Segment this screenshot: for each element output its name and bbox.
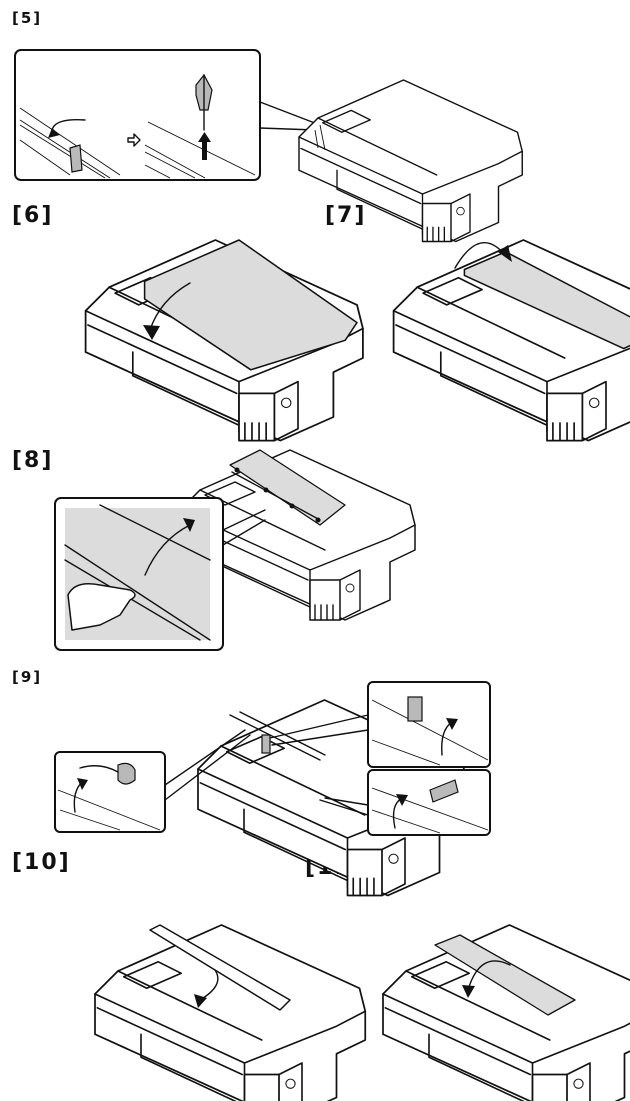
rotate-arrow-icon — [396, 794, 408, 806]
close-arrow-icon — [462, 985, 475, 998]
close-arrow-icon — [194, 994, 207, 1008]
transport-lock-center — [261, 734, 271, 754]
close-arrow-icon — [143, 325, 160, 340]
inner-cover-open — [149, 924, 291, 1011]
step-5-illustration — [14, 49, 523, 243]
hand — [67, 583, 136, 631]
rotate-arrow-icon — [48, 128, 60, 138]
step-10-illustration — [94, 924, 367, 1101]
top-cover-open — [434, 934, 576, 1016]
step-5-label: [5] — [12, 9, 43, 27]
step-8-label: [8] — [12, 448, 54, 473]
step-9-left-callout — [54, 751, 166, 833]
transport-lock-right-bottom — [429, 779, 459, 803]
transport-lock-left — [117, 762, 136, 785]
top-cover — [463, 251, 630, 350]
open-arrow-icon — [498, 245, 512, 262]
step-9-illustration — [54, 681, 491, 897]
step-9-top-right-callout — [367, 681, 491, 768]
lift-arrow-icon — [183, 518, 195, 532]
step-7-label: [7] — [325, 203, 367, 228]
transport-lock-right-top — [407, 696, 423, 722]
transport-stopper — [69, 144, 83, 173]
step-9-bottom-right-callout — [367, 769, 491, 836]
step-10-label: [10] — [12, 850, 71, 875]
next-step-arrow-icon — [127, 133, 141, 147]
step-7-illustration — [392, 239, 630, 442]
rotate-arrow-icon — [77, 778, 88, 790]
roll-paper-cover — [143, 239, 358, 371]
rotate-arrow-icon — [446, 718, 458, 730]
step-8-illustration — [54, 449, 416, 651]
step-5-detail-callout — [14, 49, 261, 181]
step-11-illustration — [382, 924, 630, 1101]
step-5-printer — [298, 79, 523, 243]
step-6-label: [6] — [12, 203, 54, 228]
lift-arrow-icon — [198, 132, 211, 160]
step-9-label: [9] — [12, 668, 43, 686]
step-6-illustration — [84, 239, 364, 442]
